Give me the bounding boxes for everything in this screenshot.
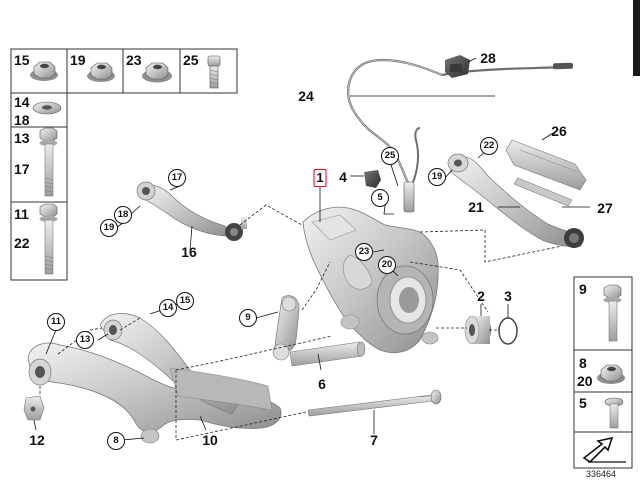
circled-9: 9 (239, 309, 257, 327)
callout-6: 6 (318, 376, 326, 392)
washer-14-18 (32, 101, 62, 115)
parts-grid (10, 48, 238, 281)
grid-label-13: 13 (14, 130, 30, 146)
grid-label-19: 19 (70, 52, 86, 68)
grid-label-18: 18 (14, 112, 30, 128)
callout-26: 26 (551, 123, 567, 139)
leader-lines (33, 57, 590, 441)
bolt-5 (604, 397, 624, 429)
flange-nut-19 (87, 62, 115, 82)
grid-label-17: 17 (14, 161, 30, 177)
dashed-leaders (39, 204, 563, 441)
callout-10: 10 (202, 432, 218, 448)
control-arm-21 (447, 153, 584, 248)
circled-23: 23 (355, 243, 373, 261)
grid-label-22: 22 (14, 235, 30, 251)
circled-14: 14 (159, 299, 177, 317)
eccentric-bolt-6 (289, 341, 366, 367)
circled-25: 25 (381, 147, 399, 165)
grid-label-15: 15 (14, 52, 30, 68)
bracket-26 (505, 139, 587, 207)
circled-11: 11 (47, 313, 65, 331)
hex-socket-screw-25 (207, 55, 221, 89)
side-label-8: 8 (579, 355, 587, 371)
callout-24: 24 (298, 88, 314, 104)
grid-label-14: 14 (14, 94, 30, 110)
side-grid (573, 276, 633, 469)
flange-nut-8-20 (597, 364, 625, 384)
reference-number: 336464 (586, 469, 617, 479)
clip-4 (364, 170, 381, 188)
sensor-bracket-28 (445, 55, 470, 78)
snap-ring-3 (498, 317, 518, 345)
callout-1: 1 (313, 169, 327, 187)
callout-21: 21 (468, 199, 484, 215)
circled-18: 18 (114, 206, 132, 224)
arrow-symbol (578, 434, 630, 466)
callout-7: 7 (370, 432, 378, 448)
side-label-20: 20 (577, 373, 593, 389)
bracket-12 (23, 395, 45, 421)
callout-27: 27 (597, 200, 613, 216)
grid-label-23: 23 (126, 52, 142, 68)
flange-nut-23 (142, 62, 172, 83)
callout-4: 4 (339, 169, 347, 185)
callout-12: 12 (29, 432, 45, 448)
hex-bolt-9 (603, 284, 622, 342)
long-bolt-7 (307, 389, 442, 417)
circled-8: 8 (107, 432, 125, 450)
circled-20: 20 (378, 256, 396, 274)
side-label-5: 5 (579, 395, 587, 411)
circled-22: 22 (480, 137, 498, 155)
flange-nut-15 (30, 61, 58, 81)
sensor-cable-24 (346, 58, 574, 186)
circled-5: 5 (371, 189, 389, 207)
side-label-9: 9 (579, 281, 587, 297)
circled-17: 17 (168, 169, 186, 187)
lower-wishbone-10 (27, 313, 282, 444)
wheel-carrier-1 (302, 206, 439, 354)
grid-label-11: 11 (14, 206, 29, 222)
rubber-bush-2 (464, 315, 491, 345)
circled-19b: 19 (100, 219, 118, 237)
circled-13: 13 (76, 331, 94, 349)
hex-bolt-13-17 (39, 127, 58, 197)
edge-bar (633, 0, 640, 76)
circled-19: 19 (428, 168, 446, 186)
callout-28: 28 (480, 50, 496, 66)
grid-label-25: 25 (183, 52, 199, 68)
callout-3: 3 (504, 288, 512, 304)
callout-2: 2 (477, 288, 485, 304)
speed-sensor-body (403, 181, 415, 213)
hex-bolt-11-22 (39, 203, 58, 275)
link-9 (272, 295, 300, 361)
callout-16: 16 (181, 244, 197, 260)
control-arm-16 (136, 181, 247, 241)
circled-15: 15 (176, 292, 194, 310)
